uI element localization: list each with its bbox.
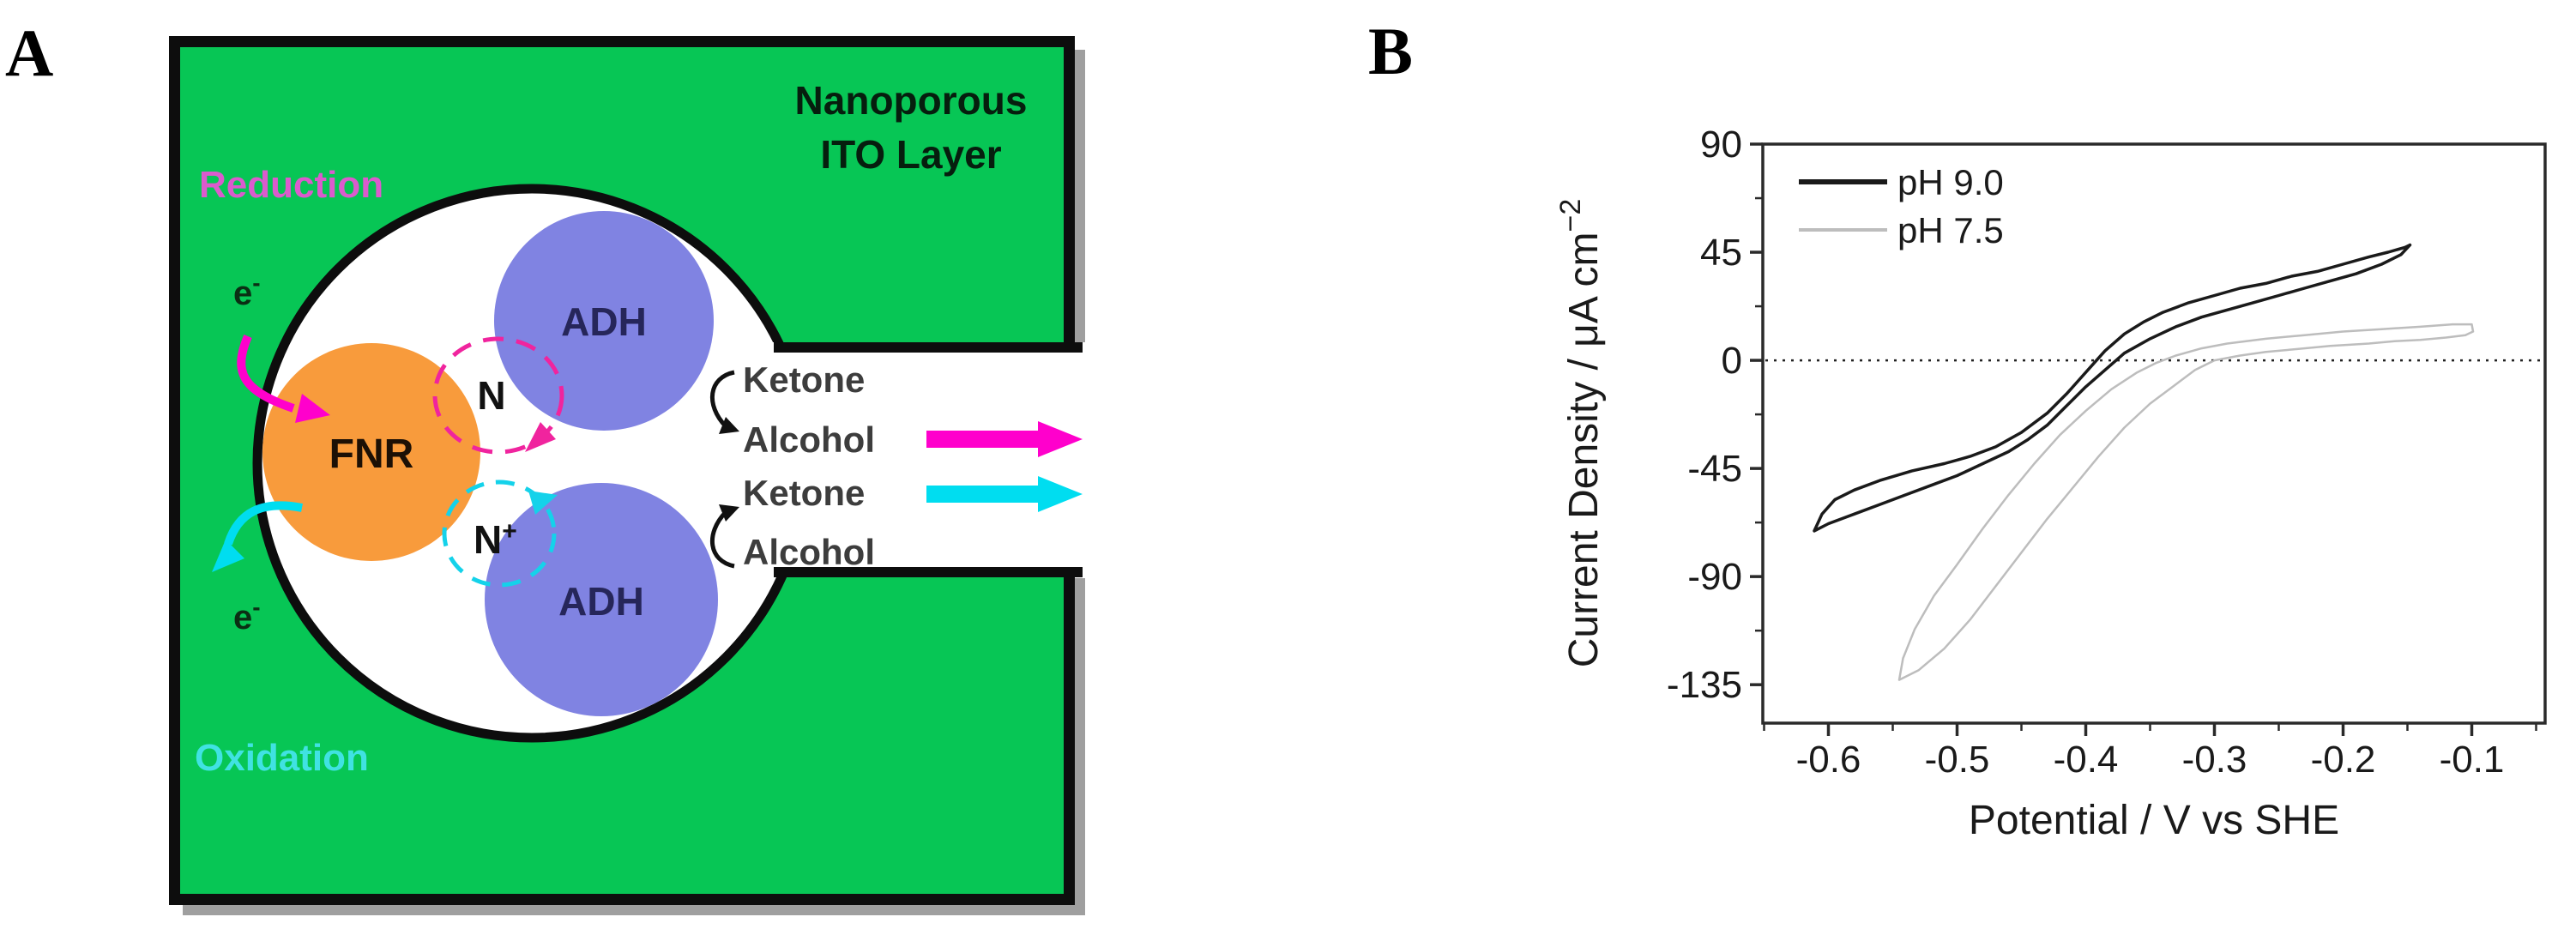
- alcohol2-label: Alcohol: [743, 532, 875, 572]
- y-tick-label: 0: [1722, 340, 1742, 382]
- nadh-cycle-magenta-icon: [432, 336, 564, 455]
- x-tick-label: -0.2: [2311, 739, 2376, 781]
- nad-cycle-cyan-icon: [442, 480, 557, 588]
- adh-bottom-enzyme-circle: [485, 483, 718, 716]
- mediator-n-plus-label: N+: [474, 517, 517, 562]
- cv-curve-ph-7.5: [1897, 323, 2475, 681]
- pore-channel: [759, 342, 1086, 577]
- y-axis-title: Current Density / μA cm−2: [1554, 199, 1607, 668]
- panel-b-chart: -0.6-0.5-0.4-0.3-0.2-0.190450-45-90-135 …: [1554, 124, 2547, 843]
- y-tick-label: -135: [1667, 664, 1742, 706]
- x-tick-label: -0.1: [2440, 739, 2505, 781]
- ketone2-label: Ketone: [743, 473, 865, 513]
- x-tick-label: -0.5: [1925, 739, 1990, 781]
- alcohol-to-ketone-arrowhead-icon: [719, 504, 739, 522]
- alcohol-to-ketone-connector: [710, 510, 735, 569]
- y-tick-label: -45: [1687, 448, 1742, 490]
- oxidation-electron-arrow: [224, 501, 303, 546]
- y-tick-label: 90: [1700, 124, 1742, 166]
- x-axis-title: Potential / V vs SHE: [1969, 798, 2339, 843]
- nanoporous-label-line2: ITO Layer: [820, 132, 1001, 177]
- x-tick-label: -0.6: [1796, 739, 1861, 781]
- y-tick-label: -90: [1687, 556, 1742, 598]
- shadow-bottom: [183, 905, 1085, 915]
- electron-bottom-label: e-: [233, 594, 261, 636]
- legend-label-ph9: pH 9.0: [1897, 162, 2004, 202]
- adh-top-label: ADH: [561, 299, 647, 344]
- reduction-label: Reduction: [199, 164, 383, 206]
- adh-top-enzyme-circle: [494, 211, 714, 431]
- panel-b-letter: B: [1368, 14, 1413, 88]
- n-plus-sup: +: [502, 517, 517, 546]
- y-tick-label: 45: [1700, 232, 1742, 274]
- nad-cycle-arrowhead-icon: [528, 491, 558, 515]
- plot-frame: [1761, 142, 2547, 725]
- y-axis-title-main: Current Density / μA cm: [1561, 232, 1607, 667]
- nadh-cycle-arrowhead-icon: [525, 422, 556, 452]
- ketone-to-alcohol-connector: [710, 370, 735, 428]
- reduction-electron-arrowhead-icon: [295, 394, 330, 423]
- oxidation-electron-arrowhead-icon: [212, 540, 244, 572]
- electron-top-label: e-: [233, 269, 261, 312]
- fnr-enzyme-circle: [262, 343, 480, 561]
- x-tick-label: -0.3: [2182, 739, 2247, 781]
- oxidation-label: Oxidation: [195, 737, 369, 779]
- chart-legend: pH 9.0 pH 7.5: [1799, 162, 2004, 250]
- ketone-to-alcohol-arrowhead-icon: [719, 417, 739, 434]
- legend-label-ph75: pH 7.5: [1897, 210, 2004, 250]
- cv-curve-ph-9.0: [1813, 243, 2412, 533]
- plot-dynamic-content: -0.6 -0.5 -0.4 -0.3 -0.2 -0.1 90 45 0 -45 -90 -135: [1667, 124, 2543, 781]
- x-tick-label: -0.4: [2054, 739, 2119, 781]
- fnr-label: FNR: [329, 431, 414, 477]
- shadow-right-top: [1075, 50, 1085, 345]
- mediator-n-label: N: [477, 373, 505, 418]
- reduction-product-arrow-icon: [926, 421, 1083, 457]
- adh-bottom-label: ADH: [558, 579, 644, 624]
- panel-a-letter: A: [5, 15, 53, 90]
- nanoporous-label-line1: Nanoporous: [795, 78, 1028, 123]
- oxidation-product-arrow-icon: [926, 476, 1083, 512]
- reduction-electron-arrow: [237, 335, 295, 413]
- n-plus-base: N: [474, 517, 502, 562]
- panel-a-schematic: FNR ADH ADH N N+ e- e- Reduction Oxidati…: [169, 36, 1086, 915]
- alcohol1-label: Alcohol: [743, 419, 875, 460]
- ketone1-label: Ketone: [743, 359, 865, 400]
- y-axis-title-sup: −2: [1554, 199, 1587, 232]
- shadow-right-bottom: [1075, 578, 1085, 914]
